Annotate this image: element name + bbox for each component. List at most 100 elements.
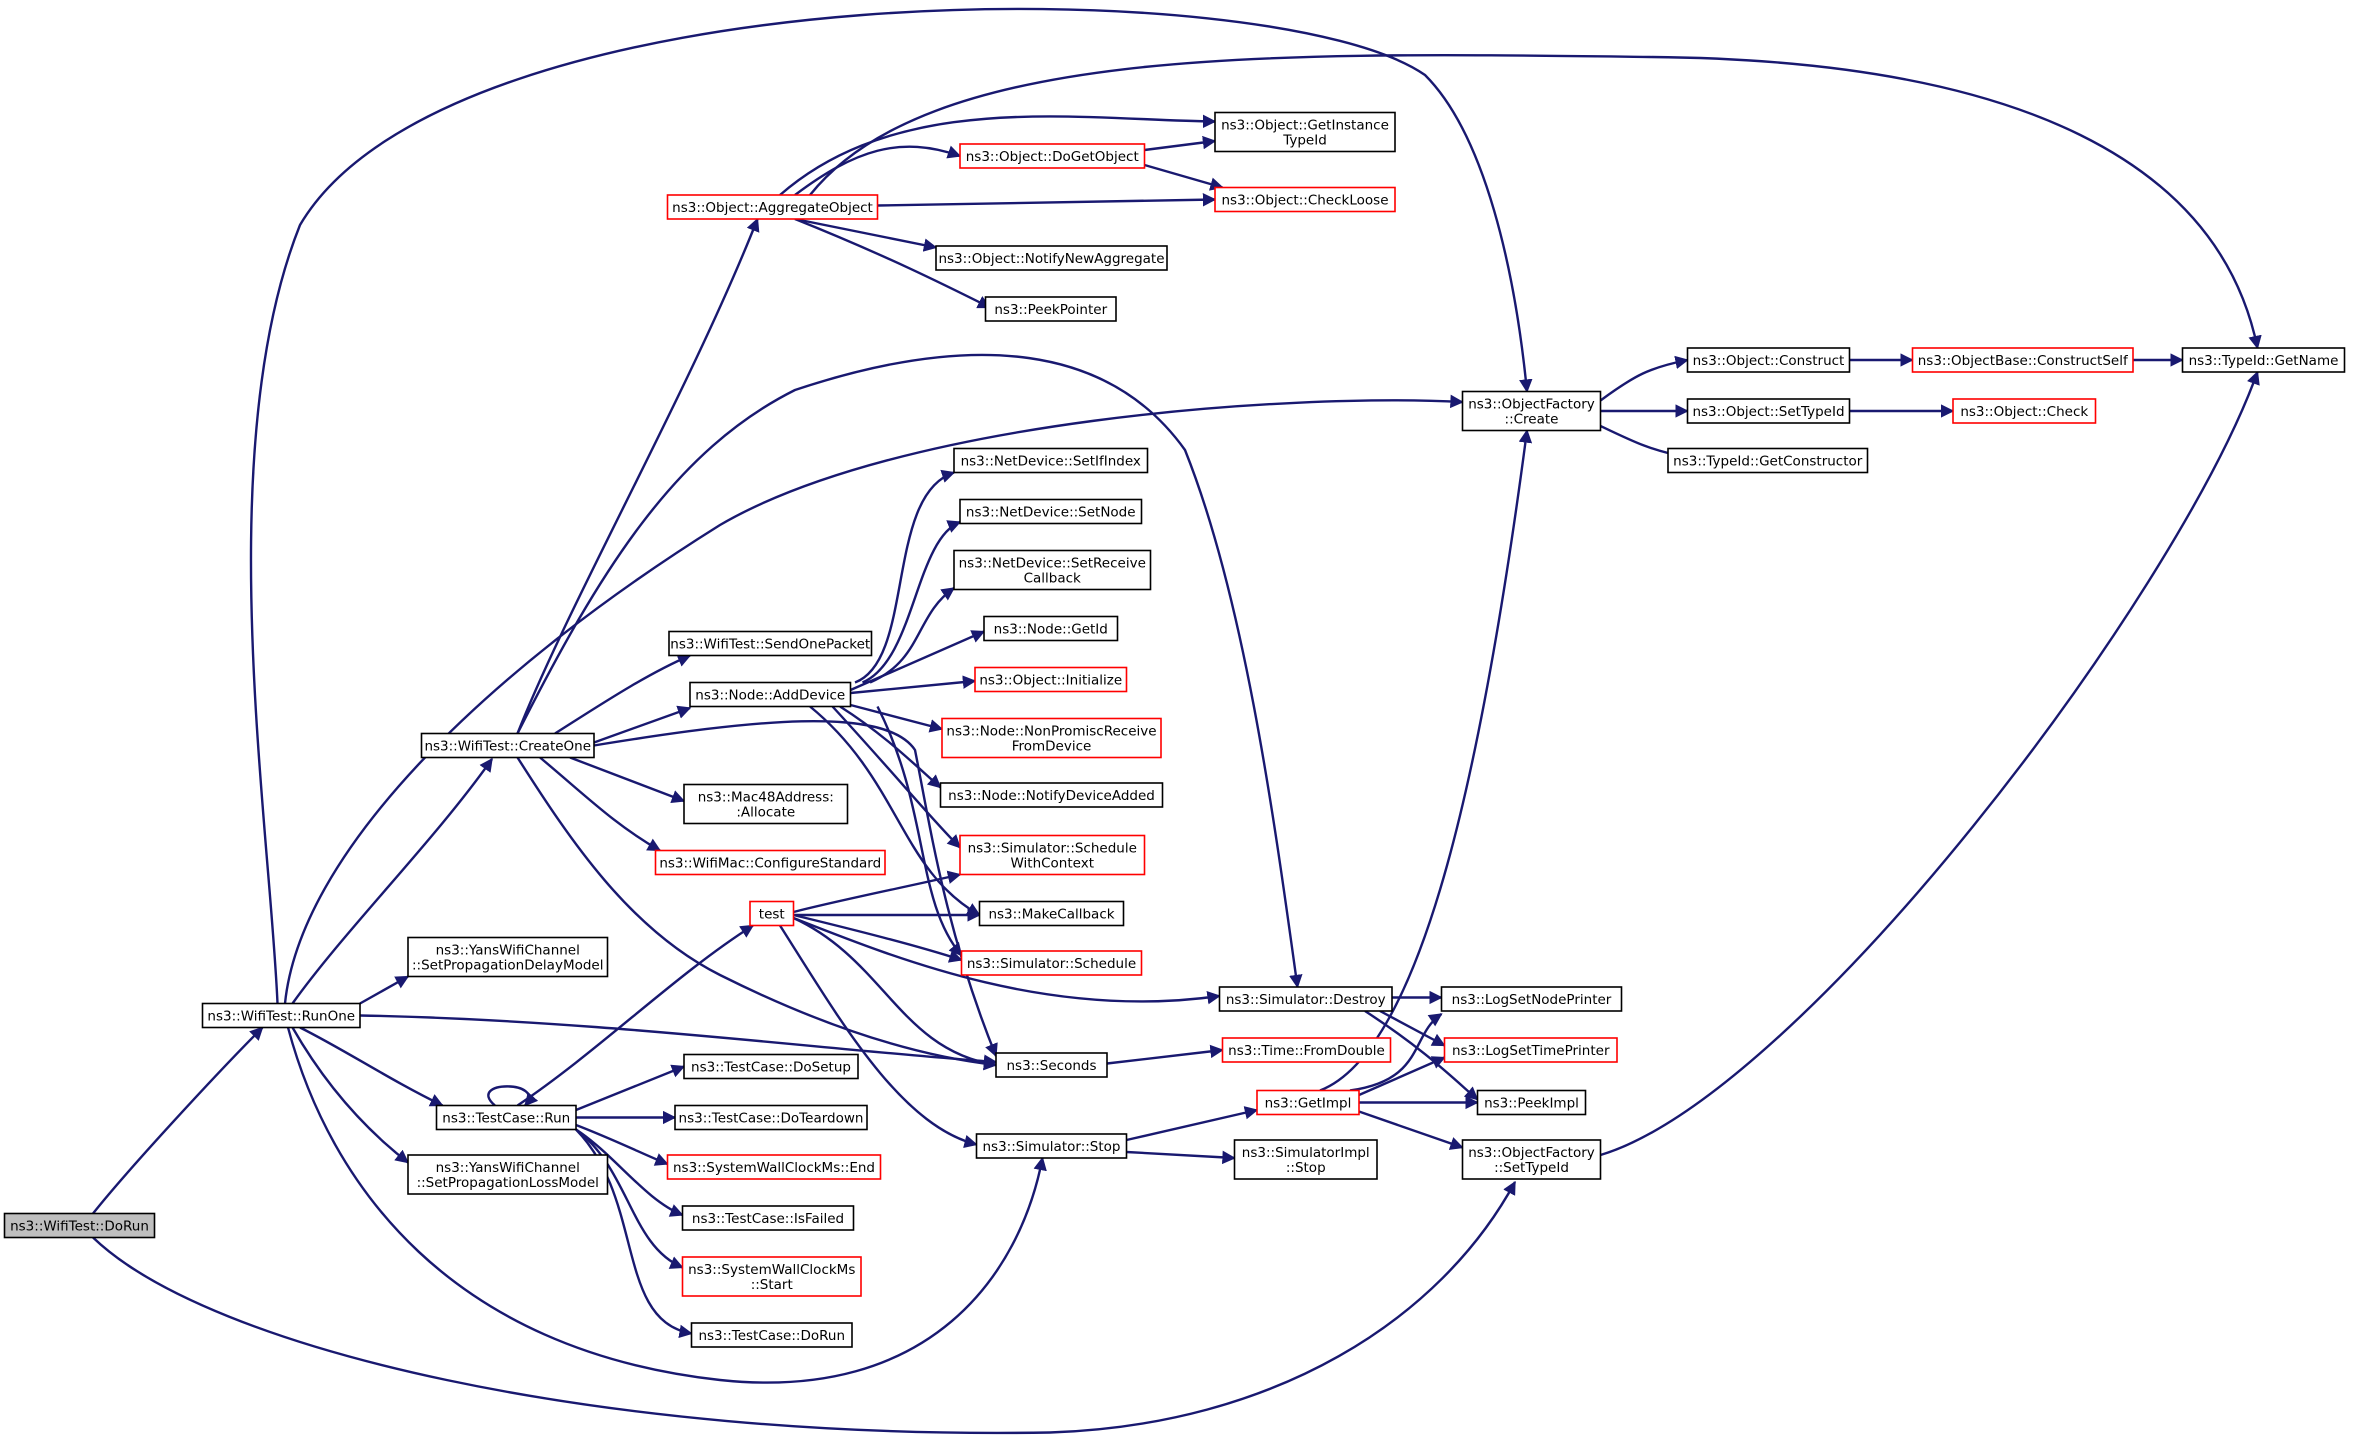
node-label: ns3::TestCase::Run xyxy=(442,1111,570,1127)
node-label: ::Create xyxy=(1505,412,1559,428)
node-label: ns3::LogSetNodePrinter xyxy=(1452,992,1612,1008)
node-seconds[interactable]: ns3::Seconds xyxy=(995,1052,1108,1078)
node-obj-settypeid[interactable]: ns3::Object::SetTypeId xyxy=(1686,398,1851,424)
node-obj-initialize[interactable]: ns3::Object::Initialize xyxy=(974,666,1128,693)
node-box xyxy=(683,1053,859,1080)
node-label: ::Start xyxy=(751,1277,793,1293)
node-label: ns3::Object::Construct xyxy=(1693,353,1845,369)
edge-createone-mac48 xyxy=(569,756,686,803)
node-doteardown[interactable]: ns3::TestCase::DoTeardown xyxy=(674,1104,868,1131)
node-constructself[interactable]: ns3::ObjectBase::ConstructSelf xyxy=(1911,347,2134,373)
node-dorun-root[interactable]: ns3::WifiTest::DoRun xyxy=(3,1212,156,1239)
node-sim-stop[interactable]: ns3::Simulator::Stop xyxy=(975,1133,1128,1159)
node-notifydeviceadded[interactable]: ns3::Node::NotifyDeviceAdded xyxy=(939,782,1164,808)
node-dosetup[interactable]: ns3::TestCase::DoSetup xyxy=(683,1053,859,1080)
node-sim-schedule[interactable]: ns3::Simulator::Schedule xyxy=(960,950,1143,976)
node-dogetobject[interactable]: ns3::Object::DoGetObject xyxy=(959,143,1146,169)
node-label: ns3::Simulator::Schedule xyxy=(967,956,1136,972)
node-node-getid[interactable]: ns3::Node::GetId xyxy=(983,615,1119,642)
node-setnode[interactable]: ns3::NetDevice::SetNode xyxy=(959,498,1143,525)
node-mac48[interactable]: ns3::Mac48Address::Allocate xyxy=(683,783,849,825)
node-label: ns3::ObjectFactory xyxy=(1468,1145,1595,1161)
node-createone[interactable]: ns3::WifiTest::CreateOne xyxy=(420,732,595,759)
node-obj-check[interactable]: ns3::Object::Check xyxy=(1952,398,2097,424)
edge-simstop-getimpl xyxy=(1126,1106,1259,1142)
node-checkloose[interactable]: ns3::Object::CheckLoose xyxy=(1214,186,1396,213)
edge-createone-sendonepacket xyxy=(554,654,692,735)
node-setifindex[interactable]: ns3::NetDevice::SetIfIndex xyxy=(953,447,1149,474)
node-label: :Allocate xyxy=(736,805,795,821)
node-box xyxy=(3,1212,156,1239)
node-fromdouble[interactable]: ns3::Time::FromDouble xyxy=(1221,1037,1392,1063)
node-label: ::SetPropagationDelayModel xyxy=(412,958,603,974)
edge-test-simschedule xyxy=(793,913,963,963)
node-label: ns3::SystemWallClockMs::End xyxy=(673,1160,875,1176)
node-label: ns3::PeekImpl xyxy=(1484,1096,1579,1112)
edge-getimpl-logsetnodeprinter xyxy=(1349,1013,1443,1092)
node-box xyxy=(941,717,1162,759)
node-box xyxy=(974,666,1128,693)
node-tc-dorun[interactable]: ns3::TestCase::DoRun xyxy=(690,1322,853,1348)
node-set-prop-loss[interactable]: ns3::YansWifiChannel::SetPropagationLoss… xyxy=(407,1154,609,1195)
node-peekimpl[interactable]: ns3::PeekImpl xyxy=(1476,1089,1587,1116)
edge-runone-setproploss xyxy=(291,1026,410,1164)
node-sendonepacket[interactable]: ns3::WifiTest::SendOnePacket xyxy=(668,630,873,657)
edge-dogetobject-checkloose xyxy=(1144,163,1224,191)
node-simimpl-stop[interactable]: ns3::SimulatorImpl::Stop xyxy=(1233,1139,1378,1180)
node-box xyxy=(953,549,1152,591)
node-label: ns3::TypeId::GetName xyxy=(2189,353,2339,369)
node-set-prop-delay[interactable]: ns3::YansWifiChannel::SetPropagationDela… xyxy=(407,936,609,978)
node-label: ns3::WifiTest::CreateOne xyxy=(424,739,591,755)
node-testcase-run[interactable]: ns3::TestCase::Run xyxy=(435,1104,577,1131)
node-syswall-start[interactable]: ns3::SystemWallClockMs::Start xyxy=(681,1256,862,1297)
node-objfactory-settypeid[interactable]: ns3::ObjectFactory::SetTypeId xyxy=(1461,1139,1602,1180)
node-label: ns3::Object::NotifyNewAggregate xyxy=(938,251,1164,267)
node-label: ns3::Object::DoGetObject xyxy=(966,149,1139,165)
node-typeid-getname[interactable]: ns3::TypeId::GetName xyxy=(2181,347,2346,373)
edge-createone-simdestroy xyxy=(516,353,1303,989)
node-box xyxy=(1686,398,1851,424)
node-label: ns3::SimulatorImpl xyxy=(1242,1145,1370,1161)
node-box xyxy=(681,1256,862,1297)
edge-run-dosetup xyxy=(575,1064,686,1112)
node-syswall-end[interactable]: ns3::SystemWallClockMs::End xyxy=(666,1154,882,1180)
node-isfailed[interactable]: ns3::TestCase::IsFailed xyxy=(681,1205,855,1231)
node-box xyxy=(683,783,849,825)
node-label: ns3::Simulator::Schedule xyxy=(968,841,1137,857)
node-obj-construct[interactable]: ns3::Object::Construct xyxy=(1686,347,1851,373)
node-logsettimeprinter[interactable]: ns3::LogSetTimePrinter xyxy=(1443,1037,1618,1063)
node-objfactory-create[interactable]: ns3::ObjectFactory::Create xyxy=(1461,390,1602,432)
node-label: ns3::PeekPointer xyxy=(994,302,1107,318)
node-aggregate[interactable]: ns3::Object::AggregateObject xyxy=(666,194,879,220)
node-box xyxy=(959,143,1146,169)
node-configurestd[interactable]: ns3::WifiMac::ConfigureStandard xyxy=(654,849,886,876)
node-test[interactable]: test xyxy=(749,900,795,927)
node-makecallback[interactable]: ns3::MakeCallback xyxy=(978,900,1125,927)
node-peekpointer[interactable]: ns3::PeekPointer xyxy=(984,296,1117,322)
edge-runone-setpropdelay xyxy=(359,975,410,1005)
node-sim-destroy[interactable]: ns3::Simulator::Destroy xyxy=(1218,986,1393,1012)
node-getimpl[interactable]: ns3::GetImpl xyxy=(1256,1089,1360,1116)
edge-runone-seconds xyxy=(359,1014,998,1068)
node-label: TypeId xyxy=(1282,133,1327,149)
node-label: test xyxy=(759,907,785,923)
edge-dorun-objfactory-settypeid xyxy=(92,1180,1517,1435)
edge-run-isfailed xyxy=(575,1128,684,1217)
edge-runone-objfactory-create-top xyxy=(249,7,1533,1004)
node-label: ns3::Simulator::Stop xyxy=(983,1139,1121,1155)
node-label: ns3::Node::NotifyDeviceAdded xyxy=(948,788,1155,804)
node-box xyxy=(1476,1089,1587,1116)
node-notifynewagg[interactable]: ns3::Object::NotifyNewAggregate xyxy=(935,245,1168,271)
edge-test-seconds xyxy=(792,916,998,1070)
node-box xyxy=(1461,390,1602,432)
node-node-adddevice[interactable]: ns3::Node::AddDevice xyxy=(689,681,852,708)
node-getconstructor[interactable]: ns3::TypeId::GetConstructor xyxy=(1667,447,1869,474)
edge-dorun-runone xyxy=(92,1026,264,1215)
node-logsetnodeprinter[interactable]: ns3::LogSetNodePrinter xyxy=(1440,986,1623,1012)
node-box xyxy=(407,936,609,978)
node-runone[interactable]: ns3::WifiTest::RunOne xyxy=(201,1002,361,1029)
